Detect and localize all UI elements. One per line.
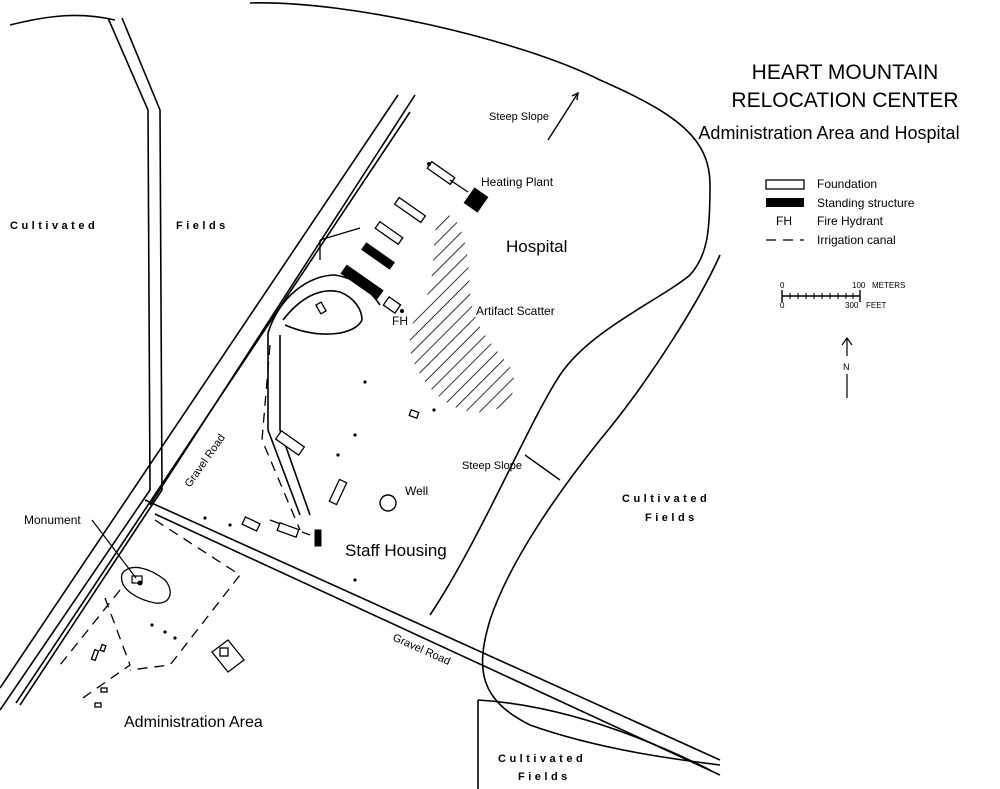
- scale-top-value: 100: [852, 281, 866, 290]
- irrigation-canals: [59, 344, 311, 701]
- artifact-scatter-area: [409, 214, 515, 413]
- scale-top-zero: 0: [780, 281, 785, 290]
- label-staff-housing: Staff Housing: [345, 541, 447, 560]
- site-boundaries: [9, 2, 721, 789]
- heating-plant-connector: [449, 179, 469, 193]
- legend-irrigation-label: Irrigation canal: [817, 233, 896, 247]
- admin-structures: [90, 639, 245, 708]
- monument-symbol: [91, 519, 171, 604]
- label-gravel-road-north: Gravel Road: [183, 432, 228, 489]
- scale-bar: 0 100 METERS 0 300 FEET: [780, 281, 905, 310]
- legend-standing-label: Standing structure: [817, 196, 915, 210]
- legend-fh-symbol: FH: [776, 214, 792, 228]
- label-hospital: Hospital: [506, 237, 567, 256]
- scale-top-unit: METERS: [872, 281, 905, 290]
- well-symbol: [379, 494, 397, 512]
- label-fields-east: Fields: [645, 512, 698, 524]
- legend-fire-hydrant-label: Fire Hydrant: [817, 214, 884, 228]
- label-cultivated-south: Cultivated: [498, 753, 586, 765]
- map-title: HEART MOUNTAIN RELOCATION CENTER Adminis…: [698, 61, 959, 143]
- scale-bottom-value: 300: [845, 301, 859, 310]
- label-steep-slope-north: Steep Slope: [489, 111, 549, 123]
- label-cultivated-west: Cultivated: [10, 220, 98, 232]
- road-diagonal-gravel: [0, 94, 411, 704]
- title-line-1: HEART MOUNTAIN: [752, 61, 939, 84]
- label-well: Well: [405, 484, 428, 498]
- label-monument: Monument: [24, 513, 81, 527]
- north-arrow: N: [841, 336, 853, 398]
- standing-structures: [314, 187, 489, 547]
- label-cultivated-east: Cultivated: [622, 493, 710, 505]
- legend: Foundation Standing structure FH Fire Hy…: [765, 177, 915, 247]
- road-north: [0, 17, 163, 711]
- foundations: [241, 160, 456, 539]
- north-arrow-label: N: [843, 362, 850, 372]
- label-fields-west: Fields: [176, 220, 229, 232]
- label-artifact-scatter: Artifact Scatter: [476, 304, 555, 318]
- label-fire-hydrant: FH: [392, 314, 408, 328]
- steep-slope-arrows: [524, 91, 579, 481]
- point-features: [150, 162, 436, 640]
- label-steep-slope-south: Steep Slope: [462, 460, 522, 472]
- scale-bottom-zero: 0: [780, 301, 785, 310]
- legend-foundation-swatch: [765, 179, 805, 190]
- legend-foundation-label: Foundation: [817, 177, 877, 191]
- label-fields-south: Fields: [518, 771, 571, 783]
- legend-standing-swatch: [766, 198, 804, 207]
- label-administration-area: Administration Area: [124, 714, 263, 731]
- title-line-2: RELOCATION CENTER: [731, 89, 958, 112]
- title-subtitle: Administration Area and Hospital: [698, 123, 959, 143]
- road-gravel-southeast: [144, 499, 721, 776]
- label-heating-plant: Heating Plant: [481, 175, 554, 189]
- scale-bottom-unit: FEET: [866, 301, 887, 310]
- wall-line: [319, 227, 361, 241]
